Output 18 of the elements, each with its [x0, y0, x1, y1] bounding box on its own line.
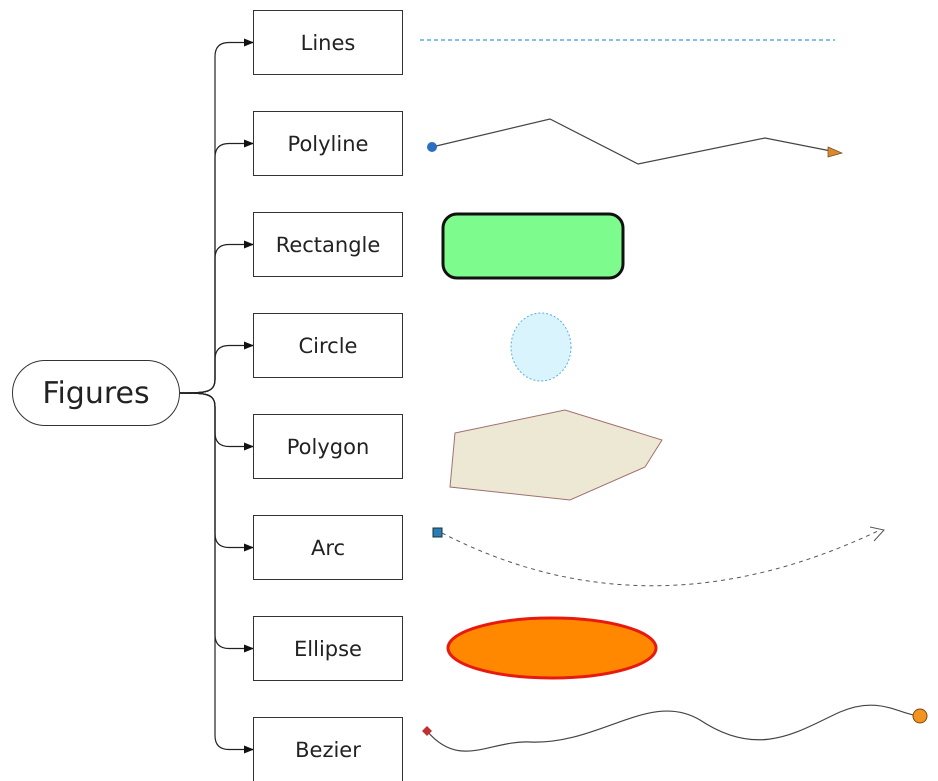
category-box [253, 10, 403, 75]
node-label: Ellipse [294, 636, 362, 660]
node-label: Rectangle [276, 232, 380, 256]
category-box [253, 313, 403, 378]
node-label: Polyline [288, 132, 368, 156]
node-label: Circle [298, 334, 358, 358]
category-box [253, 212, 403, 277]
node-label: Figures [42, 376, 150, 410]
arrow [180, 392, 254, 754]
node-label: Arc [310, 536, 346, 560]
category-box [253, 515, 403, 580]
category-box [253, 414, 403, 479]
node-label: Polygon [286, 434, 370, 458]
category-box [253, 616, 403, 681]
category-box [253, 111, 403, 176]
node-label: Lines [300, 30, 356, 54]
node-label: Bezier [295, 738, 361, 762]
category-box [253, 717, 403, 781]
